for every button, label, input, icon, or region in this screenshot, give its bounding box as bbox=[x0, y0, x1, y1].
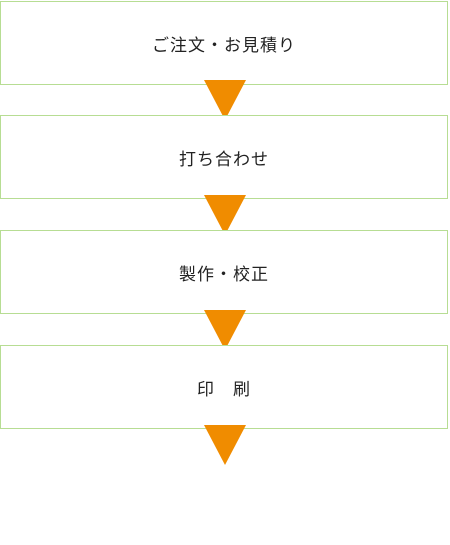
step-box-production-proofing: 製作・校正 bbox=[0, 230, 448, 314]
down-arrow-icon bbox=[204, 310, 246, 350]
step-label-order-estimate: ご注文・お見積り bbox=[152, 35, 296, 56]
step-label-meeting: 打ち合わせ bbox=[179, 149, 269, 170]
step-box-meeting: 打ち合わせ bbox=[0, 115, 448, 199]
step-label-printing: 印 刷 bbox=[197, 379, 251, 400]
down-arrow-icon bbox=[204, 425, 246, 465]
step-box-printing: 印 刷 bbox=[0, 345, 448, 429]
step-label-production-proofing: 製作・校正 bbox=[179, 264, 269, 285]
down-arrow-icon bbox=[204, 195, 246, 235]
step-box-order-estimate: ご注文・お見積り bbox=[0, 1, 448, 85]
down-arrow-icon bbox=[204, 80, 246, 120]
